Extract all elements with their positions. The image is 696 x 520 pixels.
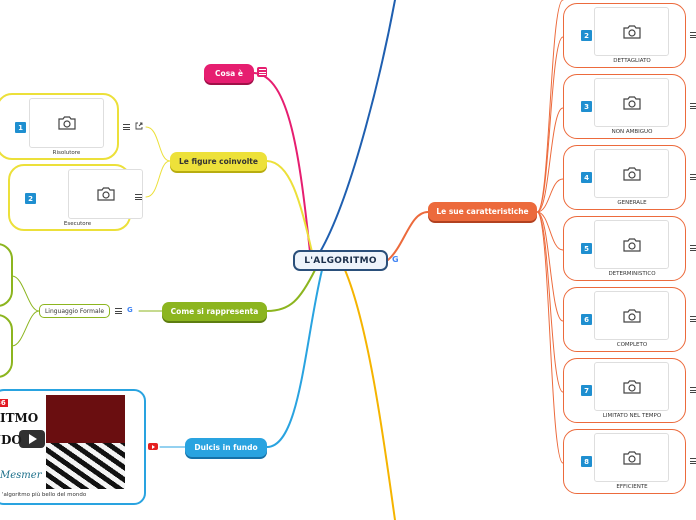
branch-dulcis[interactable]: Dulcis in fundo — [185, 438, 267, 457]
card-caption: LIMITATO NEL TEMPO — [602, 413, 662, 419]
figure-card-risolutore[interactable]: 1 Risolutore — [0, 93, 119, 160]
branch-figure[interactable]: Le figure coinvolte — [170, 152, 267, 171]
video-caption: 'algoritmo più bello del mondo — [2, 492, 87, 498]
link-risolutore — [145, 126, 171, 162]
note-icon[interactable] — [123, 124, 130, 130]
google-icon[interactable]: G — [392, 255, 399, 264]
link-carat-1 — [536, 36, 564, 213]
note-icon[interactable] — [690, 316, 696, 322]
note-icon[interactable] — [690, 174, 696, 180]
card-caption: EFFICIENTE — [616, 484, 648, 490]
note-icon[interactable] — [690, 458, 696, 464]
branch-rappresenta[interactable]: Come si rappresenta — [162, 302, 267, 321]
card-caption: Esecutore — [63, 221, 92, 227]
note-icon[interactable] — [690, 387, 696, 393]
checker-floor — [46, 443, 125, 489]
link-carat-7 — [536, 211, 564, 464]
link-esecutore — [145, 160, 171, 198]
image-frame — [68, 169, 143, 219]
camera-icon — [622, 24, 641, 39]
camera-icon — [622, 166, 641, 181]
central-node[interactable]: L'ALGORITMO — [293, 250, 388, 271]
number-badge: 6 — [581, 314, 592, 325]
image-frame — [594, 291, 669, 340]
note-icon[interactable] — [135, 194, 142, 200]
link-ling-down — [11, 310, 40, 347]
note-icon[interactable] — [690, 103, 696, 109]
link-carat-3 — [536, 178, 564, 213]
link-bottom — [344, 269, 396, 520]
image-frame — [594, 7, 669, 56]
image-frame — [594, 220, 669, 269]
branch-caratteristiche[interactable]: Le sue caratteristiche — [428, 202, 537, 221]
google-icon[interactable]: G — [127, 306, 133, 314]
number-badge: 4 — [581, 172, 592, 183]
camera-icon — [622, 237, 641, 252]
rappresenta-card-2[interactable] — [0, 314, 13, 378]
link-carat-2 — [536, 107, 564, 213]
camera-icon — [57, 116, 76, 130]
image-frame — [594, 362, 669, 411]
link-top — [319, 0, 396, 253]
number-badge: 7 — [581, 385, 592, 396]
image-frame — [594, 149, 669, 198]
image-frame — [594, 433, 669, 482]
link-carat-4 — [536, 211, 564, 251]
link-figure — [266, 160, 313, 253]
card-caption: NON AMBIGUO — [611, 129, 653, 135]
image-frame — [29, 98, 104, 148]
camera-icon — [622, 450, 641, 465]
rappresenta-card-1[interactable] — [0, 243, 13, 307]
card-caption: GENERALE — [617, 200, 647, 206]
node-linguaggio-formale[interactable]: Linguaggio Formale — [39, 304, 110, 318]
camera-icon — [622, 308, 641, 323]
number-badge: 3 — [581, 101, 592, 112]
video-brand-logo: Mesmer — [0, 470, 42, 481]
video-thumbnail-title: RITMO O NDO — [0, 411, 39, 447]
camera-icon — [622, 379, 641, 394]
video-episode-badge: 36 — [0, 399, 8, 407]
video-thumbnail-right — [46, 395, 125, 489]
note-icon[interactable] — [690, 32, 696, 38]
number-badge: 5 — [581, 243, 592, 254]
figure-card-esecutore[interactable]: 2 Esecutore — [8, 164, 143, 231]
link-carat-5 — [536, 211, 564, 322]
number-badge: 2 — [581, 30, 592, 41]
image-frame — [594, 78, 669, 127]
note-icon[interactable] — [257, 67, 267, 77]
branch-cosa[interactable]: Cosa è — [204, 64, 254, 83]
link-dulcis — [266, 269, 323, 448]
camera-icon — [622, 95, 641, 110]
number-badge: 1 — [15, 122, 26, 133]
note-icon[interactable] — [115, 308, 122, 314]
camera-icon — [96, 187, 115, 201]
play-icon[interactable] — [19, 430, 45, 448]
number-badge: 2 — [25, 193, 36, 204]
card-caption: COMPLETO — [616, 342, 648, 348]
link-cosa — [253, 72, 311, 253]
link-caratteristiche — [387, 211, 429, 261]
number-badge: 8 — [581, 456, 592, 467]
video-card[interactable]: 36 RITMO O NDO Mesmer 'algoritmo più bel… — [0, 389, 146, 505]
link-ling-up — [11, 275, 40, 312]
card-caption: Risolutore — [52, 150, 81, 156]
link-rappresenta — [266, 269, 316, 312]
link-carat-6 — [536, 211, 564, 393]
external-link-icon[interactable] — [135, 122, 143, 130]
youtube-icon[interactable] — [148, 443, 158, 450]
card-caption: DETTAGLIATO — [613, 58, 651, 64]
card-caption: DETERMINISTICO — [608, 271, 656, 277]
note-icon[interactable] — [690, 245, 696, 251]
